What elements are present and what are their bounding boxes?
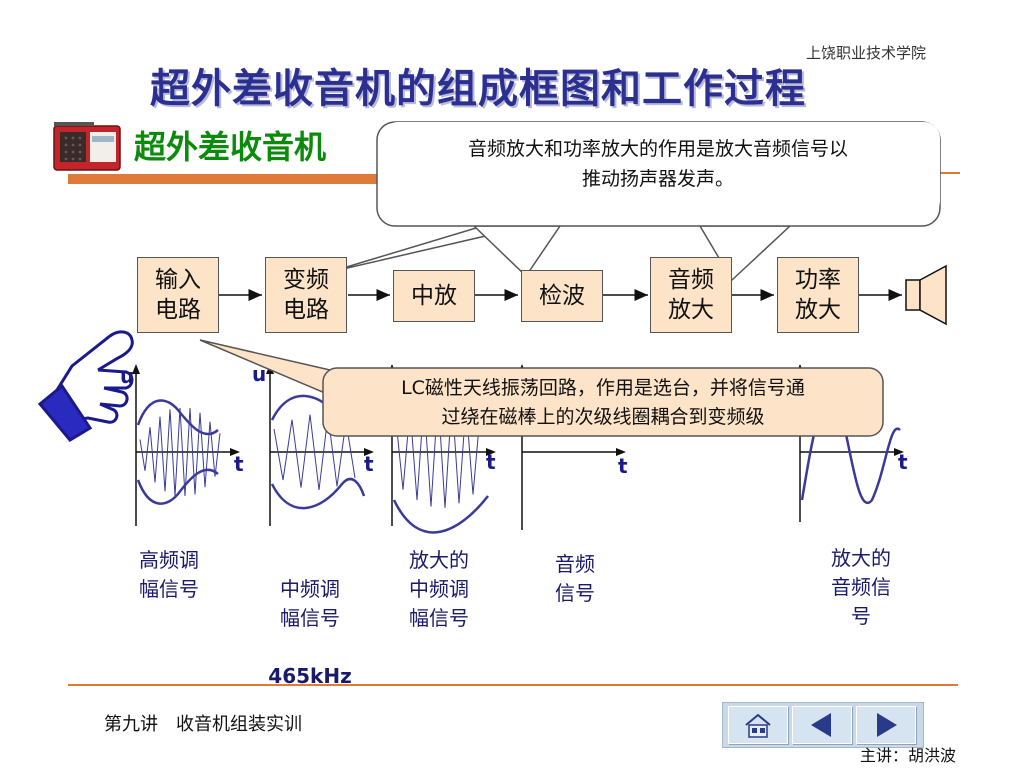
- next-button[interactable]: [856, 706, 916, 744]
- caption-amplified-audio-signal: 放大的 音频信 号: [831, 546, 891, 628]
- school-name: 上饶职业技术学院: [806, 44, 927, 62]
- caption-if-am-text: 中频调 幅信号: [280, 577, 340, 630]
- axes-group: [135, 372, 896, 530]
- arrow-left-icon: [811, 713, 831, 737]
- footer-divider: [68, 684, 958, 686]
- callout-lc-antenna-text: LC磁性天线振荡回路，作用是选台，并将信号通 过绕在磁棒上的次级线圈耦合到变频级: [401, 377, 805, 428]
- block-input-circuit: 输入 电路: [137, 257, 219, 333]
- axis-t-label-2: t: [364, 452, 374, 476]
- callout-top-pointers: [329, 225, 792, 282]
- caption-rf-am-signal: 高频调 幅信号: [139, 548, 199, 601]
- caption-amplified-if-signal: 放大的 中频调 幅信号: [409, 548, 469, 630]
- axis-t-label-1: t: [234, 452, 244, 476]
- caption-if-frequency: 465kHz: [268, 664, 352, 688]
- radio-icon: [53, 122, 121, 171]
- block-audio-amplifier: 音频 放大: [650, 257, 732, 333]
- callout-bottom-shape: [322, 367, 884, 437]
- block-mixer-circuit: 变频 电路: [265, 257, 347, 333]
- decor-bar: [68, 174, 388, 184]
- block-if-amplifier: 中放: [393, 270, 475, 322]
- caption-audio-signal: 音频 信号: [555, 552, 595, 605]
- axis-t-label-4: t: [618, 454, 628, 478]
- home-button[interactable]: [728, 706, 788, 744]
- block-detector: 检波: [521, 270, 603, 322]
- block-power-amplifier: 功率 放大: [777, 257, 859, 333]
- axis-t-label-5: t: [898, 450, 908, 474]
- speaker-icon: [905, 264, 947, 326]
- axis-u-label-2: u: [252, 362, 267, 386]
- pointing-hand-icon: [37, 330, 134, 442]
- arrow-right-icon: [877, 713, 897, 737]
- lecturer-name: 主讲：胡洪波: [860, 746, 957, 765]
- callout-audio-power-text: 音频放大和功率放大的作用是放大音频信号以 推动扬声器发声。: [467, 138, 848, 190]
- caption-if-am-signal: 中频调 幅信号 465kHz: [262, 546, 358, 720]
- prev-button[interactable]: [792, 706, 852, 744]
- axis-t-label-3: t: [486, 450, 496, 474]
- axis-u-label-1: u: [120, 364, 135, 388]
- home-icon: [745, 713, 771, 738]
- section-subtitle: 超外差收音机: [134, 128, 327, 166]
- footer-lecture-title: 第九讲 收音机组装实训: [104, 714, 302, 735]
- page-title: 超外差收音机的组成框图和工作过程: [150, 65, 806, 112]
